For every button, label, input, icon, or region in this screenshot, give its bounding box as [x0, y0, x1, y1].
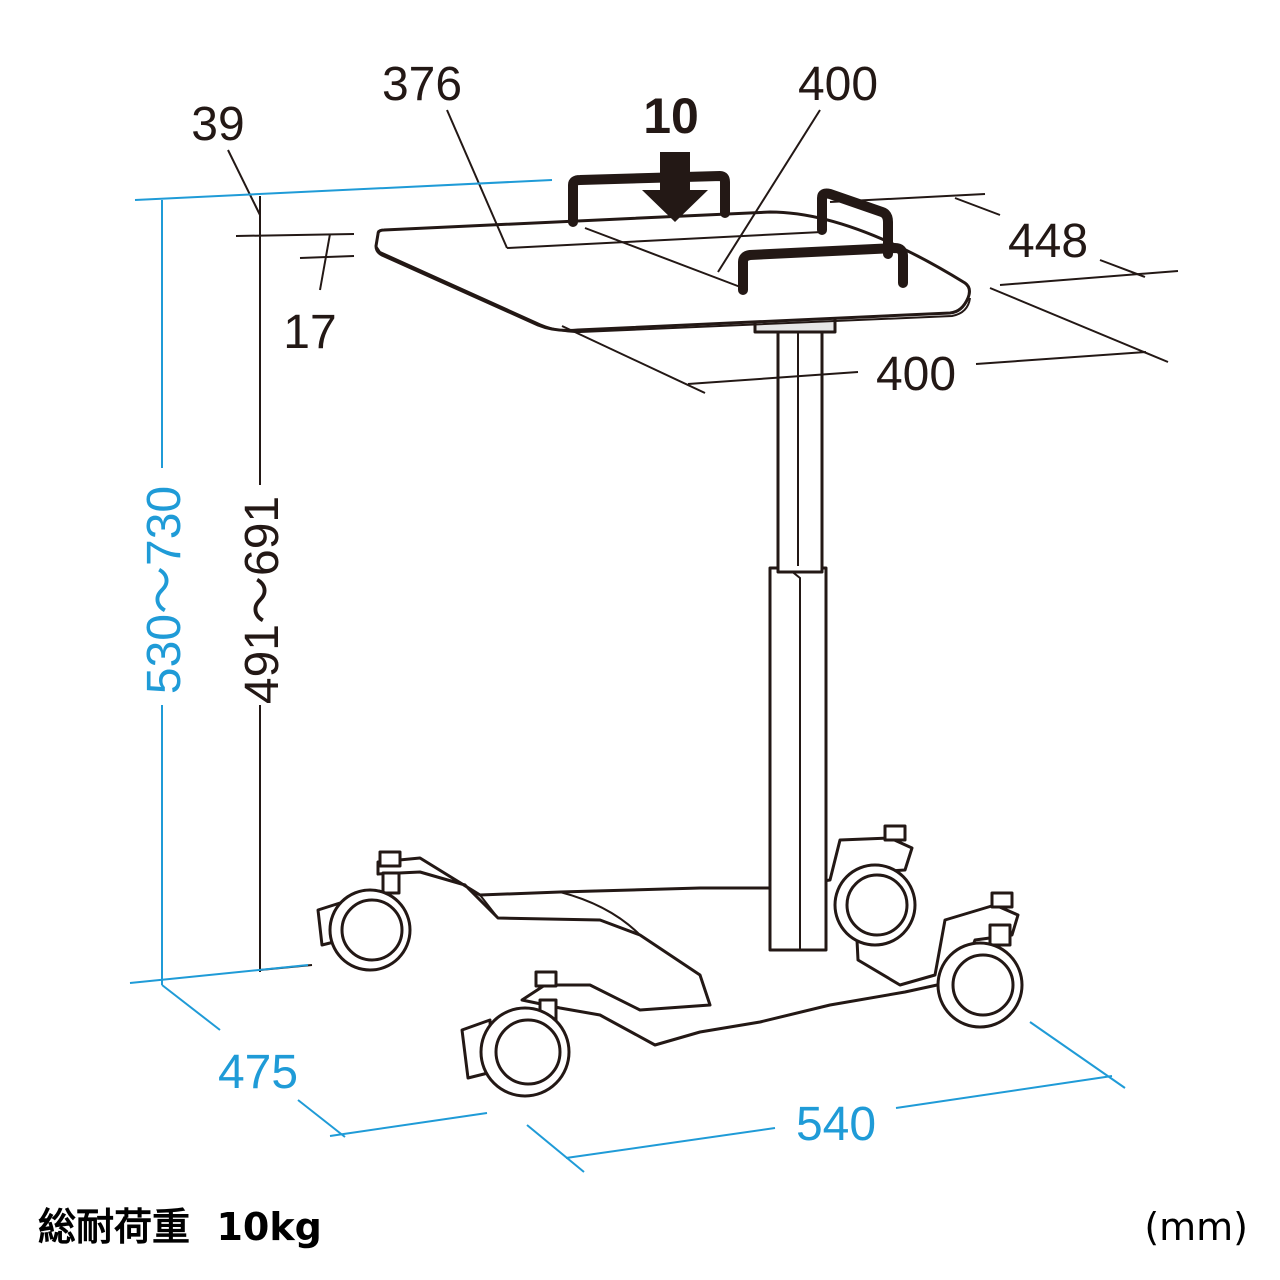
- dimension-lines-cyan: [129, 179, 1126, 1173]
- dim-table-height-label: 491～691: [236, 496, 289, 704]
- side-handle: [817, 188, 893, 259]
- base-frame: [376, 836, 1020, 1047]
- dim-edge-lip-label: 39: [191, 98, 244, 151]
- caster-right-rear: [833, 824, 917, 947]
- dim-front-width-label: 400: [876, 348, 956, 401]
- max-load-text: 総耐荷重 10kg: [38, 1205, 322, 1249]
- table-top: [374, 210, 971, 334]
- dim-load-label: 10: [643, 88, 699, 144]
- caster-right-front: [936, 891, 1024, 1029]
- rear-handle: [568, 171, 730, 227]
- caster-front: [460, 970, 571, 1098]
- unit-label: (mm): [1144, 1205, 1248, 1249]
- dim-base-width-label: 540: [796, 1098, 876, 1151]
- caster-left: [316, 850, 412, 972]
- dim-top-width-label: 400: [798, 58, 878, 111]
- dim-base-depth-label: 475: [218, 1046, 298, 1099]
- dim-top-depth-label: 376: [382, 58, 462, 111]
- dim-overall-height-label: 530～730: [138, 486, 191, 694]
- column: [753, 316, 837, 952]
- dimension-lines-black: [227, 109, 1179, 972]
- load-arrow-icon: [642, 152, 708, 222]
- dim-right-depth-label: 448: [1008, 215, 1088, 268]
- dim-thickness-label: 17: [283, 306, 336, 359]
- front-handle: [738, 243, 908, 295]
